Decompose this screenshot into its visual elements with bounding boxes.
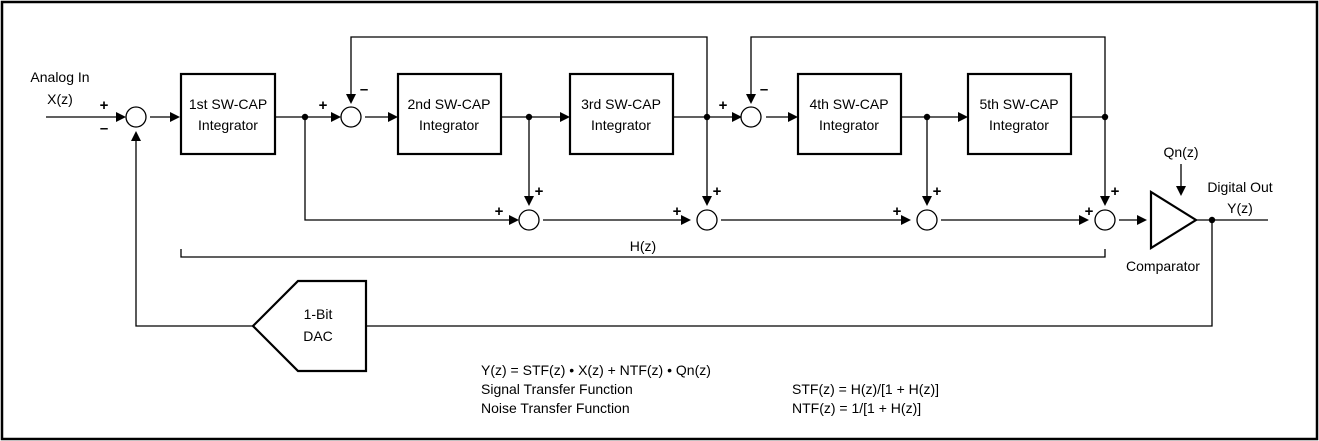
sign-minus: – <box>760 81 768 98</box>
comparator: Comparator <box>1126 190 1200 274</box>
integrator-2-line1: 2nd SW-CAP <box>408 96 491 112</box>
qn-label: Qn(z) <box>1164 144 1199 160</box>
hz-label: H(z) <box>630 238 656 254</box>
stf-equation: STF(z) = H(z)/[1 + H(z)] <box>792 381 939 397</box>
sign-plus: + <box>933 183 942 200</box>
integrator-1-line2: Integrator <box>198 117 258 133</box>
integrator-4-line2: Integrator <box>819 117 879 133</box>
digital-out-yz-label: Y(z) <box>1227 200 1253 216</box>
dac-line1: 1-Bit <box>304 306 333 322</box>
sum-junction-input <box>125 106 147 128</box>
integrator-4: 4th SW-CAP Integrator <box>796 72 903 156</box>
sum-junction-loop1 <box>340 106 362 128</box>
comparator-label: Comparator <box>1126 258 1200 274</box>
sign-plus: + <box>673 203 682 220</box>
sign-plus: + <box>319 97 328 114</box>
digital-out-label: Digital Out <box>1207 179 1272 195</box>
sum-junction-loop2 <box>740 106 762 128</box>
sum-signs: + – + – + – + + + + + + + + <box>100 81 1120 220</box>
sign-plus: + <box>100 97 109 114</box>
dac-line2: DAC <box>303 328 333 344</box>
analog-in-xz-label: X(z) <box>47 91 73 107</box>
sign-plus: + <box>495 203 504 220</box>
integrator-2-line2: Integrator <box>419 117 479 133</box>
ntf-equation: NTF(z) = 1/[1 + H(z)] <box>792 400 921 416</box>
dac-block: 1-Bit DAC <box>251 279 368 373</box>
sum-junction-ff4 <box>1094 209 1116 231</box>
integrator-3-line2: Integrator <box>591 117 651 133</box>
sign-plus: + <box>713 183 722 200</box>
arrowheads <box>116 94 1186 225</box>
integrator-1-line1: 1st SW-CAP <box>189 96 267 112</box>
summing-junctions <box>125 106 1116 231</box>
integrator-4-line1: 4th SW-CAP <box>809 96 888 112</box>
analog-in-label: Analog In <box>30 69 89 85</box>
integrator-5-line1: 5th SW-CAP <box>979 96 1058 112</box>
sign-plus: + <box>535 183 544 200</box>
integrator-3: 3rd SW-CAP Integrator <box>568 72 675 156</box>
ntf-name: Noise Transfer Function <box>481 400 630 416</box>
integrator-5: 5th SW-CAP Integrator <box>966 72 1073 156</box>
main-equation: Y(z) = STF(z) • X(z) + NTF(z) • Qn(z) <box>481 362 711 378</box>
junction-dots <box>301 113 1216 224</box>
sum-junction-ff2 <box>696 209 718 231</box>
sign-plus: + <box>1111 183 1120 200</box>
sign-plus: + <box>719 97 728 114</box>
equations: Y(z) = STF(z) • X(z) + NTF(z) • Qn(z) Si… <box>481 362 939 416</box>
integrator-1: 1st SW-CAP Integrator <box>179 72 277 156</box>
sign-plus: + <box>1085 203 1094 220</box>
sum-junction-ff1 <box>518 209 540 231</box>
sum-junction-ff3 <box>916 209 938 231</box>
integrator-3-line1: 3rd SW-CAP <box>581 96 661 112</box>
sign-plus: + <box>893 203 902 220</box>
sign-minus: – <box>100 120 108 137</box>
stf-name: Signal Transfer Function <box>481 381 633 397</box>
integrator-5-line2: Integrator <box>989 117 1049 133</box>
sign-minus: – <box>360 81 368 98</box>
integrator-2: 2nd SW-CAP Integrator <box>396 72 503 156</box>
signal-wires <box>46 36 1268 327</box>
